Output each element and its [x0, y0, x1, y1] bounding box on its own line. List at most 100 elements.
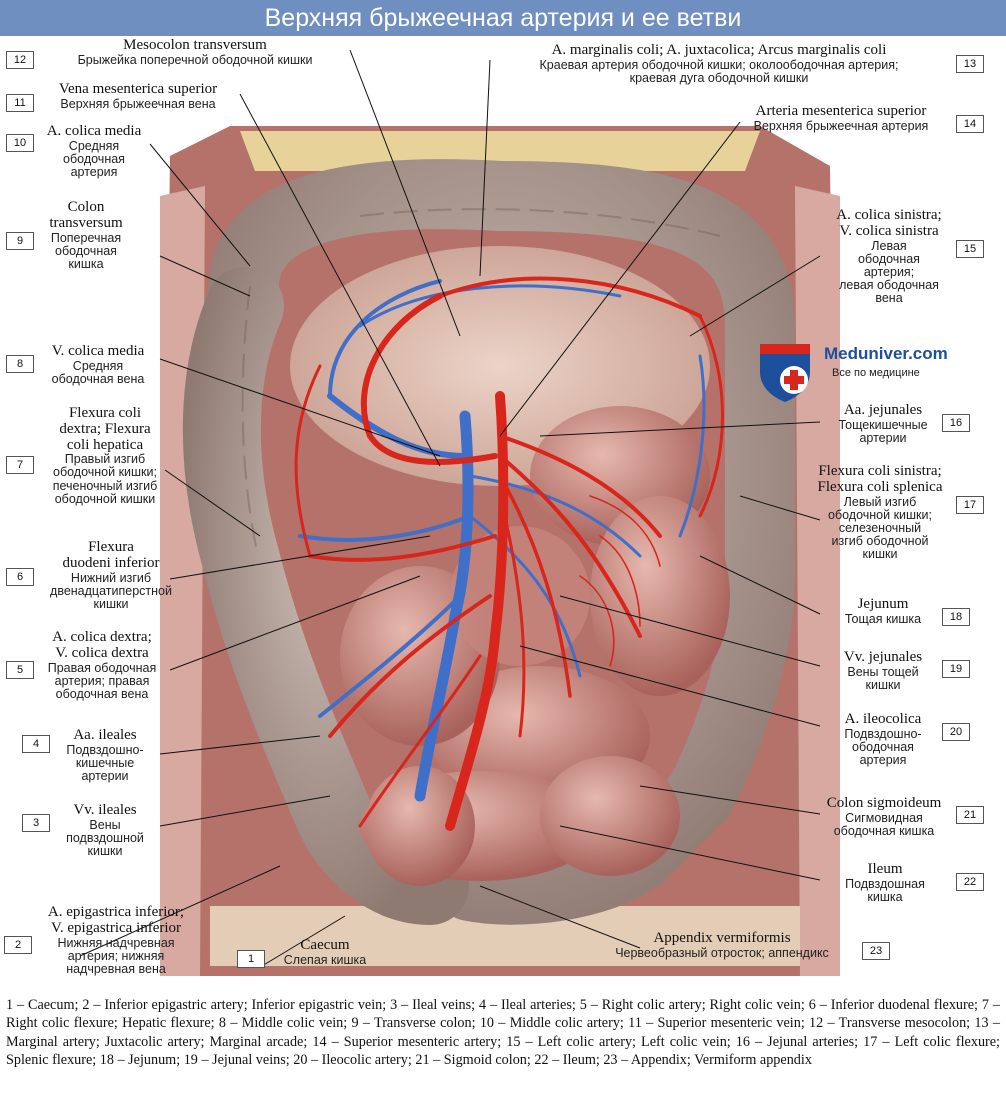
- label-latin: Jejunum: [857, 596, 909, 612]
- label-number-23: 23: [862, 942, 890, 960]
- label-number-12: 12: [6, 51, 34, 69]
- label-latin: A. marginalis coli; A. juxtacolica; Arcu…: [551, 42, 887, 58]
- label-latin: Aa. ileales: [73, 727, 137, 743]
- label-latin: Vv. ileales: [73, 802, 137, 818]
- figure-legend: 1 – Caecum; 2 – Inferior epigastric arte…: [6, 997, 1000, 1069]
- label-russian: Червеобразный отросток; аппендикс: [615, 945, 829, 960]
- label-russian: Нижняя надчревная артерия; нижняя надчре…: [57, 935, 175, 976]
- label-number-14: 14: [956, 115, 984, 133]
- label-number-11: 11: [6, 94, 34, 112]
- label-latin: Arteria mesenterica superior: [755, 103, 927, 119]
- label-latin: Colon transversum: [49, 199, 123, 231]
- shield-icon: [760, 344, 810, 402]
- label-russian: Верхняя брыжеечная вена: [60, 96, 216, 111]
- page-title: Верхняя брыжеечная артерия и ее ветви: [0, 0, 1006, 36]
- anatomy-illustration: [79, 49, 840, 976]
- label-latin: Flexura coli sinistra; Flexura coli sple…: [817, 463, 943, 495]
- label-number-5: 5: [6, 661, 34, 679]
- label-number-9: 9: [6, 232, 34, 250]
- leader-lines: [79, 49, 821, 967]
- label-russian: Левая ободочная артерия; левая ободочная…: [839, 238, 939, 305]
- label-latin: Flexura duodeni inferior: [62, 539, 160, 571]
- label-russian: Вены подвздошной кишки: [66, 817, 144, 858]
- label-latin: Mesocolon transversum: [123, 37, 267, 53]
- label-russian: Верхняя брыжеечная артерия: [753, 118, 929, 133]
- label-number-16: 16: [942, 414, 970, 432]
- label-number-21: 21: [956, 806, 984, 824]
- label-latin: A. colica sinistra; V. colica sinistra: [836, 207, 942, 239]
- label-latin: V. colica media: [51, 343, 145, 359]
- label-russian: Средняя ободочная артерия: [63, 138, 125, 179]
- label-right-colic: A. colica dextra; V. colica dextra Права…: [34, 629, 170, 701]
- logo-tagline: Все по медицине: [832, 367, 920, 379]
- label-jejunal-veins: Vv. jejunales Вены тощей кишки: [824, 649, 942, 692]
- label-russian: Правый изгиб ободочной кишки; печеночный…: [52, 452, 158, 506]
- label-russian: Подвздошно- ободочная артерия: [844, 726, 922, 767]
- label-jejunal-arteries: Aa. jejunales Тощекишечные артерии: [824, 402, 942, 445]
- label-ileal-veins: Vv. ileales Вены подвздошной кишки: [50, 802, 160, 858]
- label-russian: Поперечная ободочная кишка: [50, 230, 122, 271]
- label-number-1: 1: [237, 950, 265, 968]
- label-latin: A. epigastrica inferior; V. epigastrica …: [47, 904, 185, 936]
- label-ileum: Ileum Подвздошная кишка: [820, 861, 950, 904]
- label-left-colic: A. colica sinistra; V. colica sinistra Л…: [822, 207, 956, 305]
- label-latin: Colon sigmoideum: [826, 795, 942, 811]
- label-superior-mesenteric-artery: Arteria mesenterica superior Верхняя бры…: [728, 103, 954, 133]
- label-number-10: 10: [6, 134, 34, 152]
- label-number-7: 7: [6, 456, 34, 474]
- label-number-18: 18: [942, 608, 970, 626]
- label-latin: Flexura coli dextra; Flexura coli hepati…: [59, 405, 151, 453]
- label-sigmoid-colon: Colon sigmoideum Сигмовидная ободочная к…: [814, 795, 954, 838]
- label-number-3: 3: [22, 814, 50, 832]
- label-number-8: 8: [6, 355, 34, 373]
- label-russian: Краевая артерия ободочной кишки; околооб…: [539, 57, 899, 85]
- label-number-22: 22: [956, 873, 984, 891]
- label-latin: Caecum: [300, 937, 350, 953]
- label-russian: Сигмовидная ободочная кишка: [833, 810, 935, 838]
- label-epigastric: A. epigastrica inferior; V. epigastrica …: [32, 904, 200, 976]
- label-number-20: 20: [942, 723, 970, 741]
- label-caecum: Caecum Слепая кишка: [266, 937, 384, 967]
- label-appendix: Appendix vermiformis Червеобразный отрос…: [584, 930, 860, 960]
- label-russian: Правая ободочная артерия; правая ободочн…: [47, 660, 157, 701]
- label-number-2: 2: [4, 936, 32, 954]
- label-latin: Aa. jejunales: [843, 402, 923, 418]
- label-number-15: 15: [956, 240, 984, 258]
- label-russian: Подвздошно- кишечные артерии: [66, 742, 144, 783]
- label-transverse-colon: Colon transversum Поперечная ободочная к…: [34, 199, 138, 271]
- label-latin: A. colica dextra; V. colica dextra: [52, 629, 152, 661]
- label-latin: Vena mesenterica superior: [58, 81, 218, 97]
- label-russian: Вены тощей кишки: [847, 664, 919, 692]
- label-russian: Нижний изгиб двенадцатиперстной кишки: [50, 570, 172, 611]
- mesenteric-arteries: [294, 276, 724, 831]
- label-number-17: 17: [956, 496, 984, 514]
- label-russian: Брыжейка поперечной ободочной кишки: [77, 52, 313, 67]
- label-number-6: 6: [6, 568, 34, 586]
- label-middle-colic-artery: A. colica media Средняя ободочная артери…: [34, 123, 154, 179]
- label-latin: Ileum: [867, 861, 903, 877]
- label-number-13: 13: [956, 55, 984, 73]
- label-russian: Тощекишечные артерии: [838, 417, 928, 445]
- meduniver-logo[interactable]: Meduniver.com Все по медицине: [756, 338, 966, 404]
- label-marginal-artery: A. marginalis coli; A. juxtacolica; Arcu…: [486, 42, 952, 85]
- label-latin: Appendix vermiformis: [653, 930, 791, 946]
- label-ileal-arteries: Aa. ileales Подвздошно- кишечные артерии: [50, 727, 160, 783]
- label-right-colic-flexure: Flexura coli dextra; Flexura coli hepati…: [34, 405, 176, 506]
- logo-name: Meduniver.com: [824, 344, 948, 363]
- label-mesocolon: Mesocolon transversum Брыжейка поперечно…: [34, 37, 356, 67]
- label-russian: Средняя ободочная вена: [51, 358, 145, 386]
- label-middle-colic-vein: V. colica media Средняя ободочная вена: [34, 343, 162, 386]
- label-superior-mesenteric-vein: Vena mesenterica superior Верхняя брыжее…: [34, 81, 242, 111]
- label-latin: A. ileocolica: [844, 711, 922, 727]
- label-russian: Слепая кишка: [283, 952, 367, 967]
- label-ileocolic-artery: A. ileocolica Подвздошно- ободочная арте…: [824, 711, 942, 767]
- label-number-4: 4: [22, 735, 50, 753]
- label-russian: Левый изгиб ободочной кишки; селезеночны…: [828, 494, 932, 561]
- label-jejunum: Jejunum Тощая кишка: [824, 596, 942, 626]
- label-left-colic-flexure: Flexura coli sinistra; Flexura coli sple…: [806, 463, 954, 561]
- label-latin: Vv. jejunales: [843, 649, 923, 665]
- label-number-19: 19: [942, 660, 970, 678]
- label-duodenal-flexure: Flexura duodeni inferior Нижний изгиб дв…: [34, 539, 188, 611]
- label-latin: A. colica media: [46, 123, 142, 139]
- label-russian: Подвздошная кишка: [845, 876, 925, 904]
